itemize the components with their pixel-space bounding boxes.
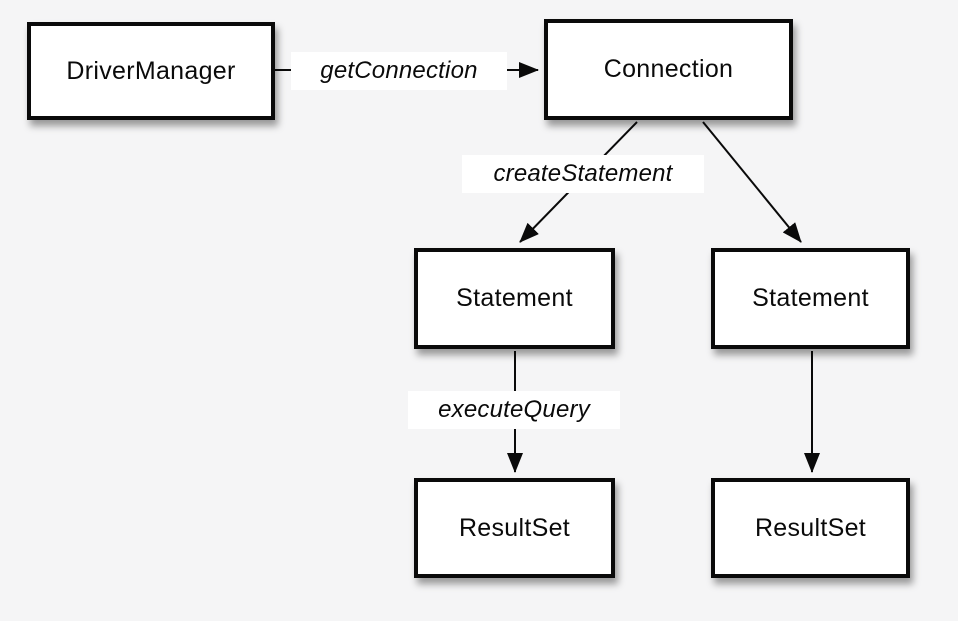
node-statement-left-label: Statement bbox=[456, 284, 573, 312]
node-connection: Connection bbox=[544, 19, 793, 120]
node-resultset-right: ResultSet bbox=[711, 478, 910, 578]
node-driver-manager-label: DriverManager bbox=[66, 56, 236, 85]
node-statement-left: Statement bbox=[414, 248, 615, 349]
node-statement-right-label: Statement bbox=[752, 284, 869, 312]
edge-label-executequery: executeQuery bbox=[408, 391, 620, 429]
node-connection-label: Connection bbox=[603, 55, 734, 83]
edge-label-getconnection-text: getConnection bbox=[320, 57, 478, 84]
edge-label-createstatement: createStatement bbox=[462, 155, 704, 193]
node-statement-right: Statement bbox=[711, 248, 910, 349]
node-resultset-left: ResultSet bbox=[414, 478, 615, 578]
node-driver-manager: DriverManager bbox=[27, 22, 275, 120]
edge-label-getconnection: getConnection bbox=[291, 52, 507, 90]
edge-label-executequery-text: executeQuery bbox=[438, 396, 590, 423]
edge-connection-statement-right-line bbox=[702, 121, 802, 243]
edge-label-createstatement-text: createStatement bbox=[493, 160, 673, 187]
node-resultset-left-label: ResultSet bbox=[458, 513, 571, 542]
node-resultset-right-label: ResultSet bbox=[754, 513, 867, 542]
